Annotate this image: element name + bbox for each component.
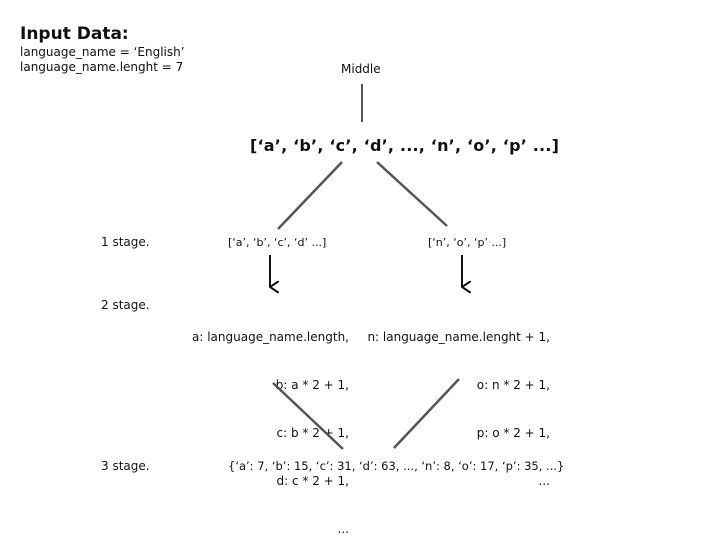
merge-right-connector (393, 378, 460, 449)
split-right-connector (376, 161, 448, 227)
stage-1-label: 1 stage. (101, 235, 150, 249)
middle-label: Middle (341, 62, 381, 76)
stage-2-left-line: c: b * 2 + 1, (276, 426, 349, 440)
stage-3-label: 3 stage. (101, 459, 150, 473)
input-language-length: language_name.lenght = 7 (20, 60, 184, 74)
stage-2-left-line: ... (337, 522, 349, 536)
stage-2-label: 2 stage. (101, 298, 150, 312)
split-left-connector (277, 161, 343, 230)
stage-2-left-line: d: c * 2 + 1, (276, 474, 349, 488)
stage-1-left-array: [‘a’, ‘b’, ‘c’, ‘d’ ...] (228, 236, 327, 249)
stage-2-left-line: a: language_name.length, (192, 330, 349, 344)
stage-2-right-line: p: o * 2 + 1, (476, 426, 550, 440)
stage-2-right-line: n: language_name.lenght + 1, (367, 330, 550, 344)
stage-2-right-line: o: n * 2 + 1, (476, 378, 550, 392)
stage-1-right-array: [‘n’, ‘o’, ‘p’ ...] (428, 236, 507, 249)
merge-left-connector (272, 382, 344, 450)
stage-2-right-line: ... (538, 474, 550, 488)
stage-2-left-block: a: language_name.length, b: a * 2 + 1, c… (160, 297, 349, 553)
input-data-title: Input Data: (20, 24, 129, 44)
stage-2-left-line: b: a * 2 + 1, (275, 378, 349, 392)
input-language-name: language_name = ‘English’ (20, 45, 185, 59)
stage-2-right-block: n: language_name.lenght + 1, o: n * 2 + … (352, 297, 550, 505)
root-array: [‘a’, ‘b’, ‘c’, ‘d’, ..., ‘n’, ‘o’, ‘p’ … (250, 136, 560, 155)
stage-3-result: {‘a’: 7, ‘b’: 15, ‘c’: 31, ‘d’: 63, ...,… (228, 459, 565, 473)
